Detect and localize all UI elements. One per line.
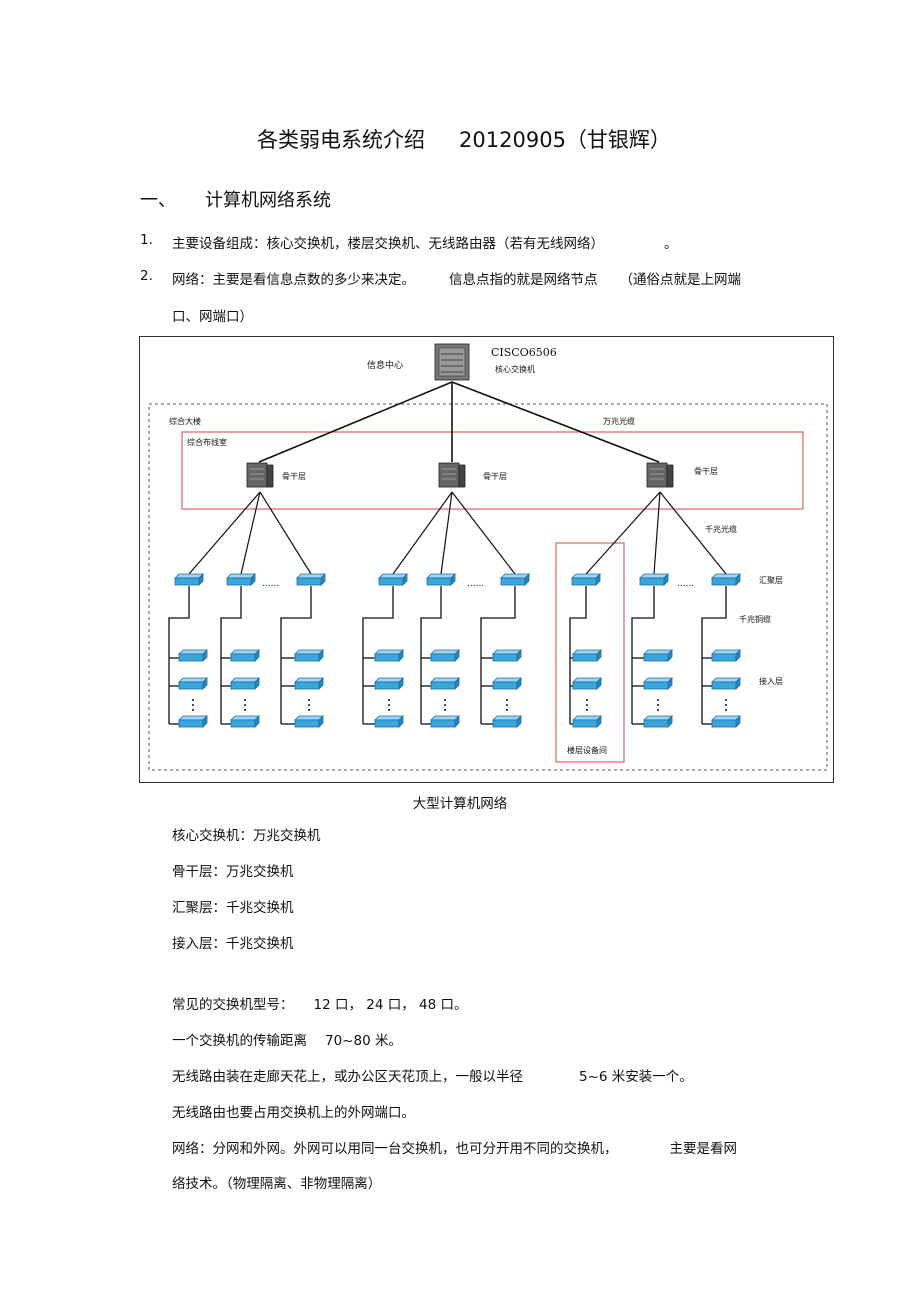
label-backbone: 骨干层 — [694, 467, 718, 476]
paragraph: 网络：分网和外网。外网可以用同一台交换机，也可分开用不同的交换机，主要是看网 — [172, 1141, 737, 1157]
label-building: 综合大楼 — [169, 416, 201, 426]
label-floor-room: 楼层设备间 — [567, 745, 607, 755]
list-item-number: 1. — [140, 232, 153, 248]
label-aggregation: 汇聚层 — [759, 576, 783, 585]
backbone-links — [188, 491, 727, 575]
wiring-room-box — [181, 431, 804, 510]
list-item-text: 网络：主要是看信息点数的多少来决定。信息点指的就是网络节点（通俗点就是上网端 — [172, 272, 741, 288]
layer-line: 骨干层：万兆交换机 — [172, 864, 294, 880]
diagram-frame — [139, 336, 834, 783]
floor-room-box — [555, 542, 625, 763]
paragraph: 络技术。（物理隔离、非物理隔离） — [172, 1176, 382, 1192]
layer-line: 汇聚层：千兆交换机 — [172, 900, 294, 916]
ellipsis: ...... — [677, 579, 694, 589]
section-title: 计算机网络系统 — [205, 190, 331, 211]
backbone-switch-icon — [646, 462, 674, 488]
backbone-switch-icon — [438, 462, 466, 488]
label-1g-fiber: 千兆光缆 — [705, 524, 737, 534]
paragraph: 常见的交换机型号：12 口， 24 口， 48 口。 — [172, 997, 468, 1013]
label-core-model: CISCO6506 — [491, 346, 557, 359]
label-1g-copper: 千兆铜缆 — [739, 614, 771, 624]
paragraph: 无线路由也要占用交换机上的外网端口。 — [172, 1105, 415, 1121]
section-number: 一、 — [140, 190, 176, 211]
list-item-text: 主要设备组成：核心交换机，楼层交换机、无线路由器（若有无线网络）。 — [172, 236, 678, 252]
backbone-switch-icon — [246, 462, 274, 488]
list-item-text-continued: 口、网端口） — [172, 309, 253, 325]
layer-line: 核心交换机：万兆交换机 — [172, 828, 321, 844]
label-info-center: 信息中心 — [367, 359, 403, 371]
list-item-number: 2. — [140, 268, 153, 284]
label-core-switch: 核心交换机 — [495, 364, 535, 374]
access-links — [168, 586, 727, 725]
label-access: 接入层 — [759, 676, 783, 686]
ellipsis: ...... — [262, 579, 279, 589]
network-diagram: 信息中心 CISCO6506 核心交换机 综合大楼 万兆光缆 综合布线室 骨干层… — [139, 336, 834, 783]
label-10g-fiber: 万兆光缆 — [603, 416, 635, 426]
building-boundary — [148, 403, 828, 771]
figure-caption: 大型计算机网络 — [412, 796, 508, 812]
label-backbone: 骨干层 — [483, 472, 507, 481]
vertical-ellipsis-marks — [192, 699, 727, 711]
label-backbone: 骨干层 — [282, 472, 306, 481]
label-wiring-room: 综合布线室 — [187, 437, 227, 447]
ellipsis: ...... — [467, 579, 484, 589]
core-switch-icon — [434, 343, 470, 381]
layer-line: 接入层：千兆交换机 — [172, 936, 294, 952]
